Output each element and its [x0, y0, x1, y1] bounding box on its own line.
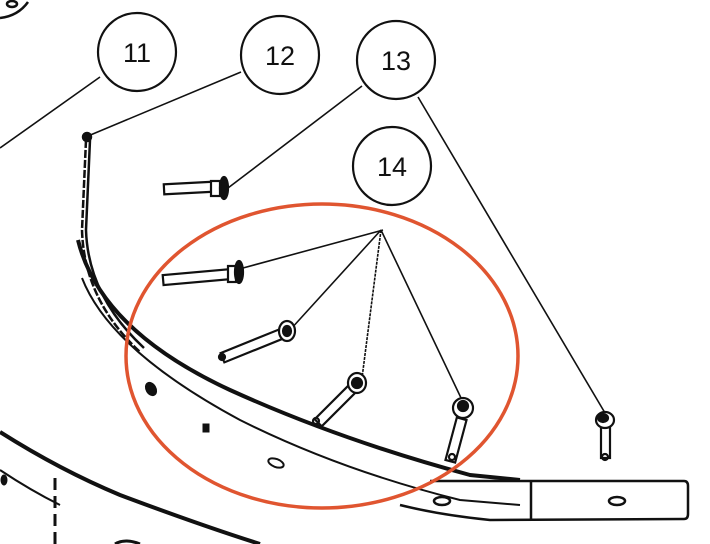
- highlight-ellipse: [124, 202, 520, 510]
- band-end-segment: [399, 479, 690, 522]
- bolt-14b: [217, 319, 297, 364]
- callout-label-12: 12: [265, 41, 295, 71]
- leader-14a: [242, 229, 384, 269]
- callout-label-14: 14: [377, 152, 407, 182]
- bolt-14c: [311, 371, 368, 428]
- callout-12: 12: [239, 14, 321, 96]
- leader-13b: [417, 96, 609, 419]
- leader-11: [0, 76, 101, 149]
- part-12-strip: [80, 131, 145, 353]
- leader-14d: [380, 229, 463, 401]
- callout-14: 14: [351, 125, 433, 207]
- leader-12: [87, 71, 242, 137]
- callout-11: 11: [96, 11, 178, 93]
- curved-band: [76, 239, 521, 506]
- lower-band: [0, 430, 261, 544]
- callout-13: 13: [355, 19, 437, 101]
- partial-ring-part: [0, 0, 30, 20]
- leader-14b: [289, 229, 382, 331]
- callout-label-11: 11: [123, 38, 151, 68]
- leader-14c: [361, 229, 382, 379]
- leader-lines: [0, 71, 609, 419]
- leader-13a: [227, 85, 363, 189]
- bolt-13a: [162, 175, 230, 201]
- bolt-14d: [444, 396, 475, 464]
- bolt-14a: [161, 259, 245, 287]
- part-13-bolts: [162, 175, 616, 462]
- part-14-bolts: [161, 259, 475, 464]
- bolt-13b: [594, 410, 616, 462]
- callout-label-13: 13: [381, 46, 411, 76]
